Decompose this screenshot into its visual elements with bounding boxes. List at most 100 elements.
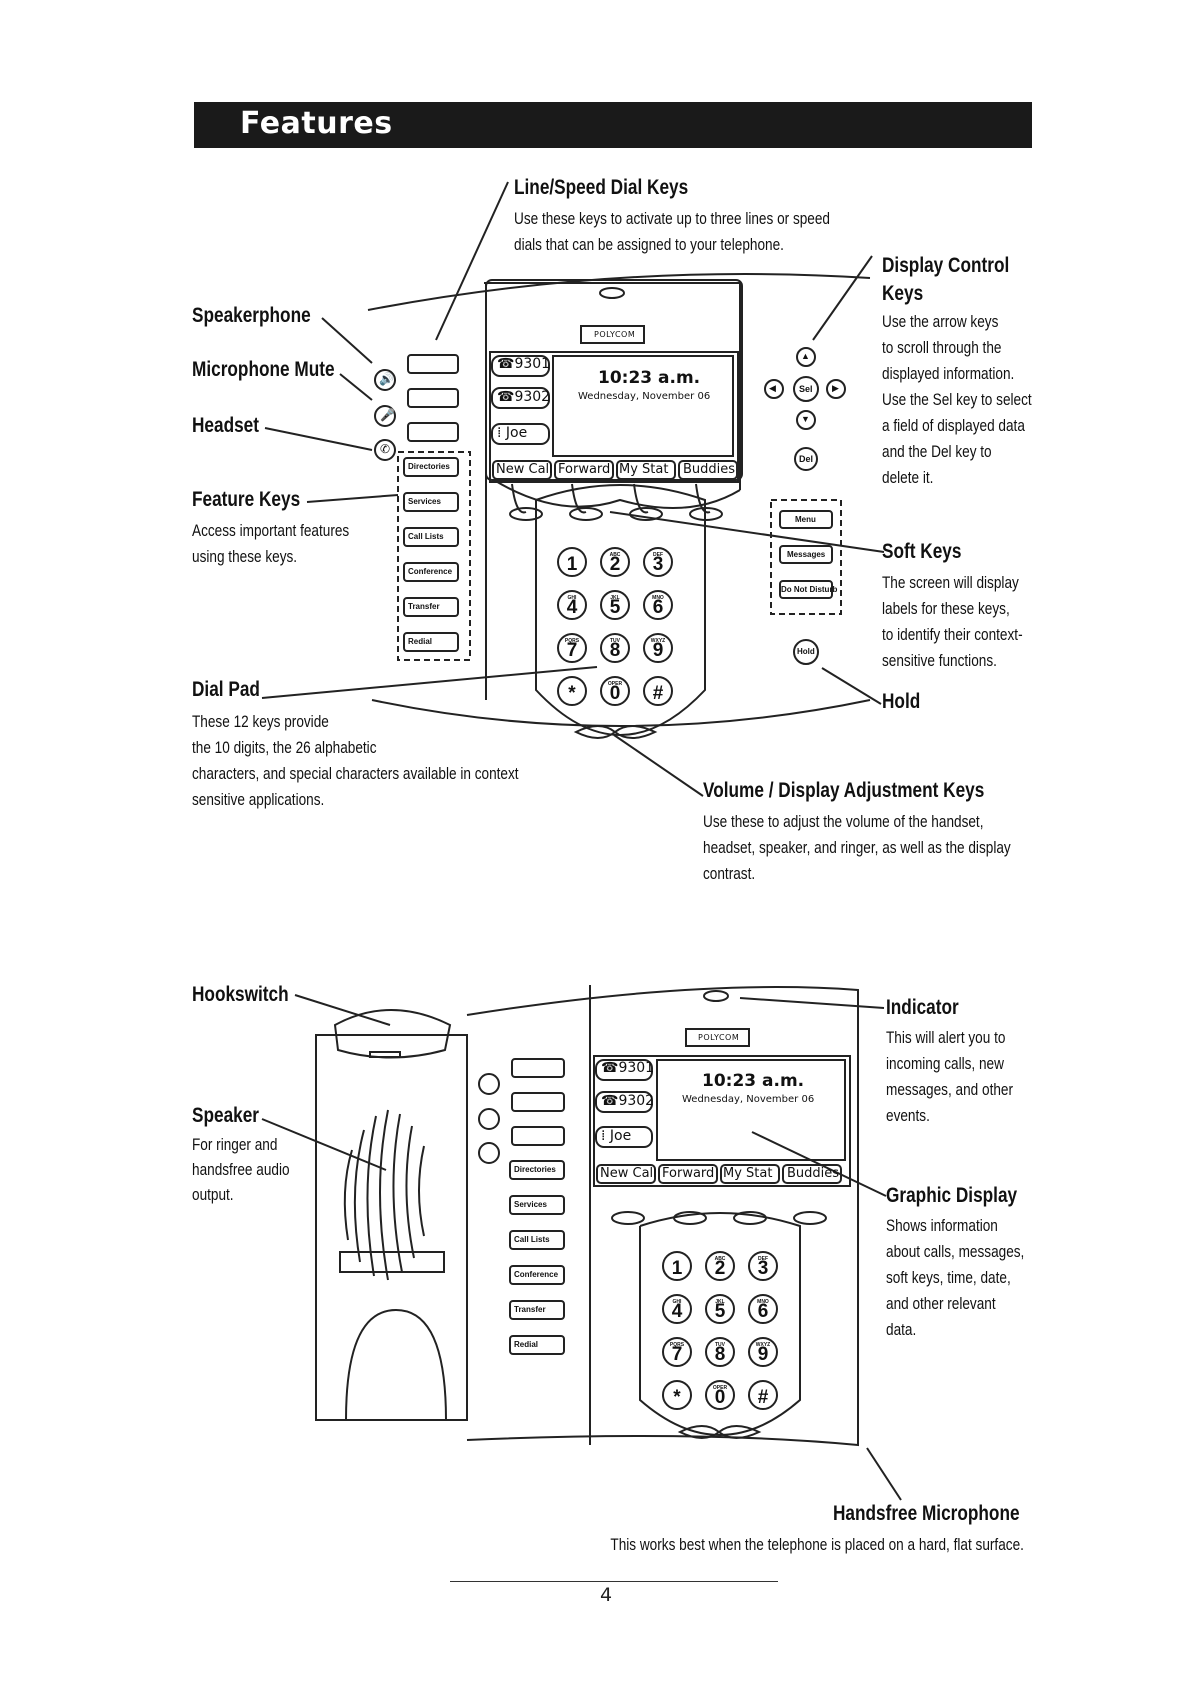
leader-line-speed xyxy=(435,181,509,341)
keypad-digit-label: * xyxy=(568,683,576,704)
line-1: ☎9301 xyxy=(497,356,551,372)
label-speakerphone: Speakerphone xyxy=(192,304,311,327)
sel-key: Sel xyxy=(799,384,813,394)
screen-time: 10:23 a.m. xyxy=(598,368,701,388)
keypad-digit-label: 3 xyxy=(758,1258,769,1279)
arrow-down-icon: ▼ xyxy=(801,414,810,424)
keypad-digit-label: 9 xyxy=(653,640,664,661)
graphic-display xyxy=(489,351,739,483)
feature-key-1: Directories xyxy=(408,462,450,471)
page-number: 4 xyxy=(600,1584,613,1606)
keypad-digit-label: 7 xyxy=(672,1344,683,1365)
feature-key-5-side: Transfer xyxy=(514,1305,546,1314)
leader-handsfree xyxy=(866,1447,902,1501)
keypad-letters-label: ABC xyxy=(610,552,621,558)
leader-display xyxy=(812,255,873,341)
keypad-key-6 xyxy=(748,1294,778,1324)
keypad-key-* xyxy=(662,1380,692,1410)
leader-graphic xyxy=(751,1131,887,1197)
line-3-side: ⁞ Joe xyxy=(601,1128,632,1144)
section-header-bar xyxy=(194,102,1032,148)
keypad-key-# xyxy=(748,1380,778,1410)
keypad-digit-label: 2 xyxy=(715,1258,726,1279)
feature-key-3-side: Call Lists xyxy=(514,1235,550,1244)
feature-key-4-side: Conference xyxy=(514,1270,559,1279)
label-line-speed-title: Line/Speed Dial Keys xyxy=(514,176,689,199)
leader-volume xyxy=(613,734,704,797)
label-handsfree-mic-title: Handsfree Microphone xyxy=(833,1502,1020,1525)
keypad-digit-label: 6 xyxy=(653,597,664,618)
keypad-digit-label: 6 xyxy=(758,1301,769,1322)
indicator-led xyxy=(599,287,625,299)
brand-logo: POLYCOM xyxy=(594,330,636,339)
keypad-letters-label: OPER xyxy=(713,1385,728,1391)
label-speaker-title: Speaker xyxy=(192,1104,260,1127)
line-key-1 xyxy=(407,354,459,374)
keypad-key-4 xyxy=(557,590,587,620)
line-key-2 xyxy=(407,388,459,408)
softkey-4-side: Buddies xyxy=(787,1166,840,1181)
keypad-digit-label: 0 xyxy=(610,683,621,704)
feature-key-4: Conference xyxy=(408,567,453,576)
feature-key-3: Call Lists xyxy=(408,532,444,541)
hold-key: Hold xyxy=(797,647,815,656)
keypad-letters-label: TUV xyxy=(610,638,621,644)
softkey-3-side: My Stat xyxy=(723,1166,773,1181)
feature-key-2: Services xyxy=(408,497,441,506)
keypad-key-2 xyxy=(705,1251,735,1281)
keypad-key-3 xyxy=(643,547,673,577)
keypad-letters-label: DEF xyxy=(653,552,663,558)
label-headset: Headset xyxy=(192,414,259,437)
keypad-key-8 xyxy=(705,1337,735,1367)
label-line-speed-desc: Use these keys to activate up to three l… xyxy=(514,209,831,254)
keypad-key-8 xyxy=(600,633,630,663)
line-3: ⁞ Joe xyxy=(497,425,528,441)
line-key-3 xyxy=(407,422,459,442)
line-1-side: ☎9301 xyxy=(601,1060,655,1076)
line-2-side: ☎9302 xyxy=(601,1093,655,1109)
speakerphone-key xyxy=(374,369,396,391)
mic-mute-icon: 🎤 xyxy=(380,408,395,422)
keypad-key-* xyxy=(557,676,587,706)
keypad-key-3 xyxy=(748,1251,778,1281)
keypad-letters-label: ABC xyxy=(715,1256,726,1262)
softkey-3: My Stat xyxy=(619,462,669,477)
label-feature-keys-title: Feature Keys xyxy=(192,488,301,511)
keypad-letters-label: WXYZ xyxy=(756,1342,770,1348)
keypad-digit-label: 4 xyxy=(672,1301,683,1322)
label-graphic-display-title: Graphic Display xyxy=(886,1184,1018,1207)
leader-hold xyxy=(821,667,882,705)
screen-time-side: 10:23 a.m. xyxy=(702,1071,805,1091)
softkey-2-side: Forward xyxy=(662,1166,715,1181)
keypad-key-1 xyxy=(557,547,587,577)
leader-headset xyxy=(264,427,373,451)
keypad-letters-label: PQRS xyxy=(670,1342,685,1348)
section-title: Features xyxy=(240,106,393,141)
leader-indicator xyxy=(739,997,885,1009)
feature-key-6: Redial xyxy=(408,637,433,646)
keypad-key-5 xyxy=(600,590,630,620)
brand-logo-side: POLYCOM xyxy=(698,1033,740,1042)
keypad-letters-label: GHI xyxy=(568,595,578,601)
label-indicator-title: Indicator xyxy=(886,996,959,1019)
keypad-digit-label: 8 xyxy=(715,1344,726,1365)
leader-speakerphone xyxy=(321,317,373,364)
keypad-key-0 xyxy=(705,1380,735,1410)
keypad-key-7 xyxy=(662,1337,692,1367)
label-volume-title: Volume / Display Adjustment Keys xyxy=(703,779,985,802)
headset-key xyxy=(374,439,396,461)
footer-rule xyxy=(450,1581,778,1582)
keypad-digit-label: 7 xyxy=(567,640,578,661)
leader-speaker xyxy=(261,1118,387,1171)
keypad-letters-label: GHI xyxy=(673,1299,683,1305)
keypad-key-# xyxy=(643,676,673,706)
keypad-key-6 xyxy=(643,590,673,620)
leader-soft xyxy=(609,511,885,553)
